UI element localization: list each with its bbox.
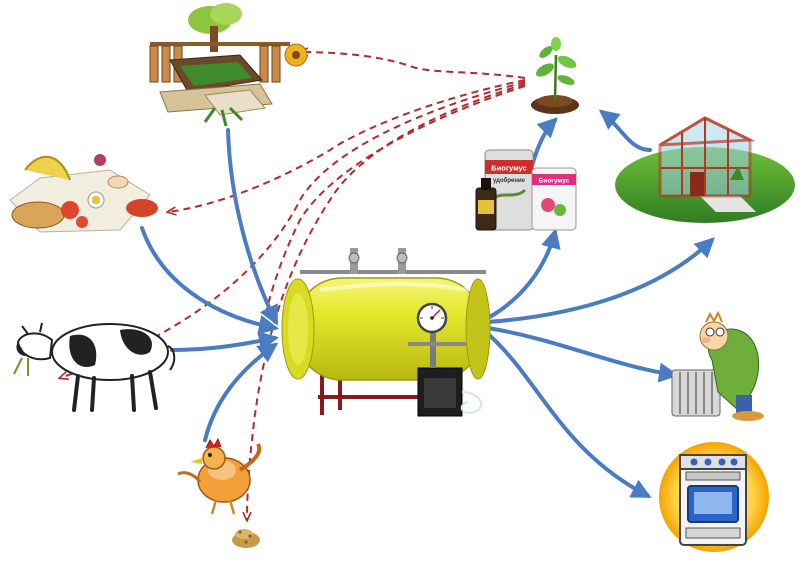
red-arrow-to-chicken-2 [261,85,526,331]
pressure-gauge-icon [416,302,448,334]
biogas-tank-icon [281,248,491,417]
blue-output-arrows [486,109,715,498]
red-arrow-to-cow [60,81,526,378]
blue-input-arrows [140,128,279,442]
bag1-sub-label: удобрение [493,177,526,184]
gas-stove-icon [659,442,769,552]
fertilizer-bags-icon: Биогумус удобрение Биогумус [475,149,577,231]
grain-pile-icon [232,529,260,548]
blue-arrow-from-chicken [203,342,279,442]
blue-arrow-fertilizer-to-sprout [528,117,558,177]
blue-arrow-to-radiator [486,326,679,383]
man-radiator-icon [671,310,764,421]
red-arrow-to-garden [300,52,526,79]
blue-arrow-from-food [140,226,279,335]
sprout-icon [531,37,579,114]
red-arrow-to-food [168,79,526,212]
blue-arrow-from-garden [226,128,278,326]
chicken-icon [177,437,262,515]
blue-arrow-to-fertilizer [486,228,561,320]
blue-arrow-to-stove [486,332,652,498]
bag1-brand-label: Биогумус [491,164,526,173]
blue-arrow-to-greenhouse [486,237,715,324]
bag2-brand-label: Биогумус [539,178,570,185]
garden-compost-icon [149,3,308,127]
cow-icon [13,322,176,412]
food-scraps-icon [9,154,158,233]
blue-arrow-from-cow [170,331,279,352]
blue-arrow-greenhouse-to-sprout [598,109,652,152]
greenhouse-icon [615,116,795,223]
